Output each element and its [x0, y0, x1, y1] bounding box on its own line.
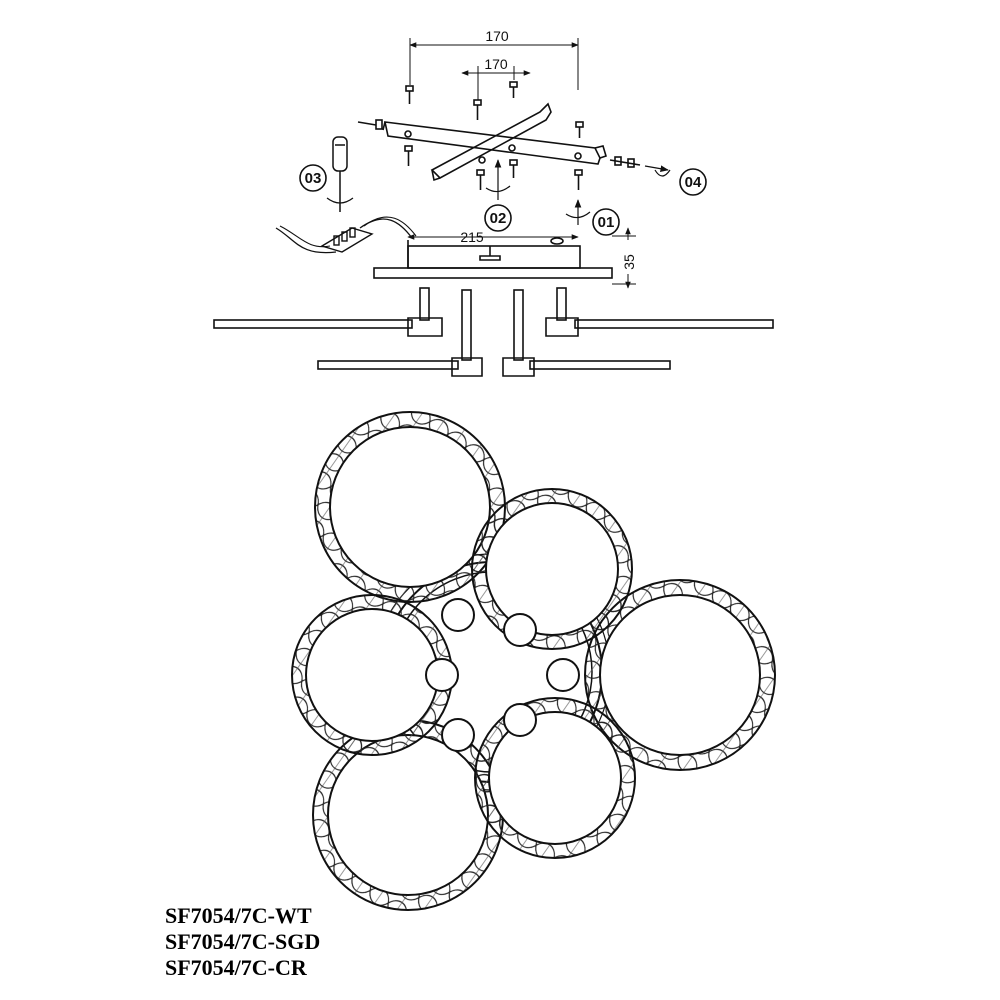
connector-sphere — [425, 658, 459, 692]
step-label-03: 03 — [299, 164, 327, 192]
connector-sphere — [441, 718, 475, 752]
mounting-bracket-assembly — [357, 38, 671, 225]
outer-spacing-dimension — [409, 38, 579, 90]
model-number: SF7054/7C-SGD — [165, 929, 321, 954]
canopy-height-label: 35 — [621, 254, 637, 270]
connector-sphere — [546, 658, 580, 692]
chandelier-top-view — [291, 411, 776, 911]
small-ring-top — [471, 488, 633, 650]
outer-spacing-label: 170 — [485, 28, 509, 44]
step-label-02: 02 — [484, 204, 512, 232]
short-bracket — [430, 102, 552, 182]
svg-text:01: 01 — [598, 214, 615, 231]
step-label-04: 04 — [679, 168, 707, 196]
svg-text:02: 02 — [490, 210, 507, 227]
inner-spacing-dimension — [461, 66, 531, 100]
small-ring-bottom — [474, 697, 636, 859]
terminal-block — [275, 216, 417, 254]
bracket-screw — [509, 159, 518, 178]
side-screw — [609, 156, 641, 168]
long-bracket — [382, 121, 607, 165]
inner-spacing-label: 170 — [484, 56, 508, 72]
screwdriver — [326, 136, 354, 212]
svg-text:04: 04 — [685, 174, 702, 191]
ceiling-screw — [405, 85, 414, 104]
canopy-width-label: 215 — [460, 229, 484, 245]
canopy-side-view — [213, 227, 774, 377]
model-number: SF7054/7C-CR — [165, 955, 307, 980]
side-screw — [357, 119, 383, 130]
bracket-screw — [404, 145, 413, 166]
step-label-01: 01 — [592, 208, 620, 236]
ceiling-screw — [509, 81, 518, 98]
large-ring-top-left — [314, 411, 506, 603]
bracket-screw — [476, 169, 485, 190]
ceiling-screw — [473, 99, 482, 120]
small-ring-left — [291, 594, 453, 756]
ceiling-screw — [575, 121, 584, 138]
connector-sphere — [503, 703, 537, 737]
model-number-list: SF7054/7C-WT SF7054/7C-SGD SF7054/7C-CR — [165, 903, 320, 981]
svg-text:03: 03 — [305, 170, 322, 187]
model-number: SF7054/7C-WT — [165, 903, 312, 928]
connector-sphere — [441, 598, 475, 632]
connector-sphere — [503, 613, 537, 647]
large-ring-right — [584, 579, 776, 771]
bracket-screw — [574, 169, 583, 190]
